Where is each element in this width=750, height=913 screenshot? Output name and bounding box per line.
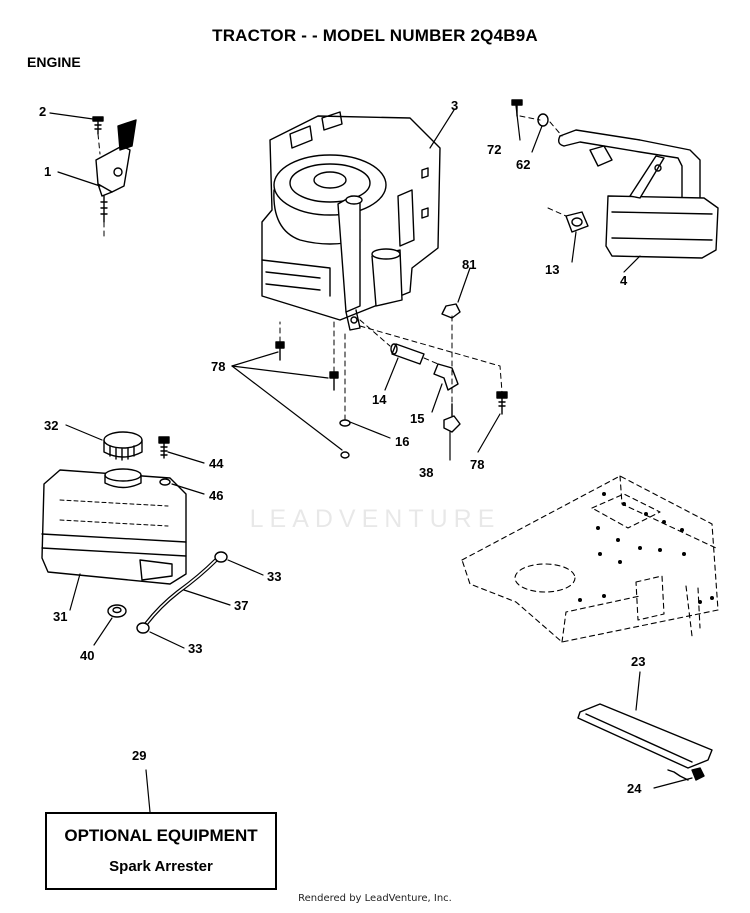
shield-23: [577, 703, 713, 769]
screw-78-left: [275, 341, 285, 361]
leader-lines: [49, 105, 693, 813]
callout-1: 1: [44, 164, 52, 179]
fitting-14: [390, 343, 425, 365]
callout-78-left: 78: [211, 359, 226, 374]
watermark: LEADVENTURE: [249, 505, 501, 533]
page-title: TRACTOR - - MODEL NUMBER 2Q4B9A: [212, 26, 538, 45]
clamp-33-lower: [136, 622, 150, 634]
screw-2: [92, 116, 104, 135]
callout-29: 29: [132, 748, 147, 763]
callout-16: 16: [395, 434, 410, 449]
callout-78-right: 78: [470, 457, 485, 472]
screw-78-right: [496, 391, 508, 415]
nut-81: [441, 303, 461, 319]
callout-81: 81: [462, 257, 477, 272]
callout-13: 13: [545, 262, 560, 277]
nut-38: [443, 403, 461, 433]
elbow-15: [433, 363, 459, 391]
section-heading: ENGINE: [27, 54, 81, 70]
callout-38: 38: [419, 465, 434, 480]
frame-holes: [578, 492, 714, 604]
fuel-tank-31: [41, 468, 187, 585]
callout-32: 32: [44, 418, 59, 433]
callout-33-lower: 33: [188, 641, 203, 656]
clamp-33-upper: [214, 551, 228, 563]
fuel-line-37: [144, 558, 218, 626]
callout-14: 14: [372, 392, 387, 407]
optional-equipment-title: OPTIONAL EQUIPMENT: [64, 826, 258, 845]
callout-46: 46: [209, 488, 224, 503]
assembly-dash-lines: [97, 115, 567, 421]
tractor-frame: [461, 475, 719, 643]
washer-46: [159, 478, 171, 486]
callout-2: 2: [39, 104, 47, 119]
callout-40: 40: [80, 648, 95, 663]
callout-44: 44: [209, 456, 224, 471]
muffler-4: [557, 129, 719, 259]
callout-24: 24: [627, 781, 642, 796]
callout-33-upper: 33: [267, 569, 282, 584]
callout-31: 31: [53, 609, 68, 624]
fuel-cap-32: [103, 431, 143, 461]
throttle-control-bracket: [95, 119, 137, 223]
callout-23: 23: [631, 654, 646, 669]
callout-62: 62: [516, 157, 531, 172]
washer-16: [339, 419, 351, 459]
callout-15: 15: [410, 411, 425, 426]
screw-44: [158, 436, 170, 459]
screw-24: [667, 767, 705, 781]
callout-4: 4: [620, 273, 628, 288]
bushing-40: [107, 604, 127, 618]
engine-assembly: [261, 111, 441, 331]
footer-credit: Rendered by LeadVenture, Inc.: [298, 893, 452, 904]
optional-equipment-box: OPTIONAL EQUIPMENT Spark Arrester: [45, 812, 277, 890]
callout-72: 72: [487, 142, 502, 157]
optional-equipment-item: Spark Arrester: [109, 858, 213, 875]
callout-3: 3: [451, 98, 459, 113]
callout-37: 37: [234, 598, 249, 613]
gasket-13: [565, 211, 589, 233]
